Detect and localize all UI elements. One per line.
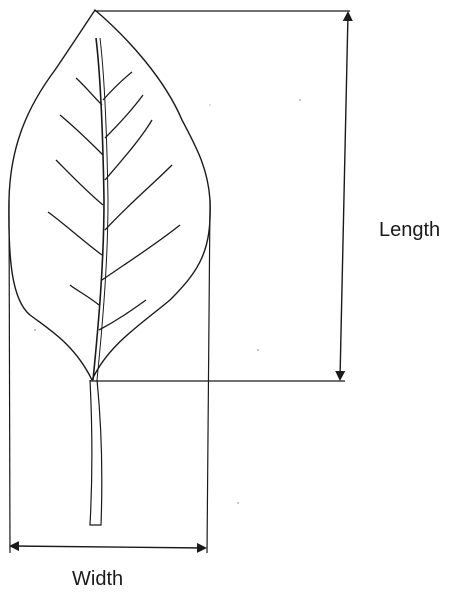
width-label: Width	[72, 568, 123, 591]
leaf-veins	[48, 72, 180, 330]
width-right-guide	[207, 200, 210, 553]
length-arrow	[340, 13, 348, 379]
length-label: Length	[379, 219, 440, 242]
leaf-petiole	[90, 380, 102, 525]
width-arrow	[11, 546, 205, 548]
